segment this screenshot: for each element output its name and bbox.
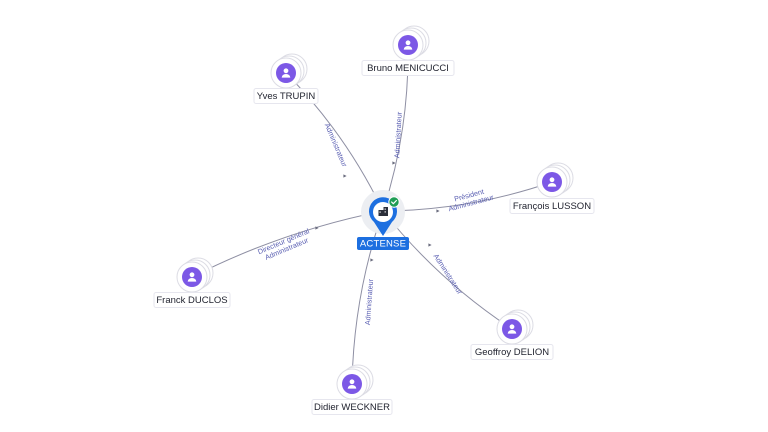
person-node[interactable]: Franck DUCLOS <box>153 257 231 308</box>
person-nodes: Bruno MENICUCCI Yves TRUPIN François LUSSO… <box>153 25 595 415</box>
person-name-box <box>253 88 319 104</box>
check-badge-icon <box>388 196 400 208</box>
person-name: François LUSSON <box>513 201 591 212</box>
person-name-box <box>311 399 393 415</box>
edge-role-label: Administrateur <box>363 278 375 325</box>
edge-arrow-icon <box>436 209 440 213</box>
person-icon <box>347 379 357 389</box>
person-icon <box>403 40 413 50</box>
person-name: Geoffroy DELION <box>475 347 549 358</box>
building-icon <box>378 207 388 216</box>
person-icon <box>281 68 291 78</box>
person-node[interactable]: Bruno MENICUCCI <box>361 25 455 76</box>
person-name-box <box>470 344 554 360</box>
edge-role-label: Administrateur <box>432 252 465 296</box>
edge-role-labels: Administrateur <box>363 278 375 325</box>
person-name-box <box>361 60 455 76</box>
edge-arrow-icon <box>315 226 319 230</box>
person-node[interactable]: François LUSSON <box>509 162 595 214</box>
person-name-box <box>153 292 231 308</box>
edge-arrow-icon <box>370 258 374 262</box>
person-node[interactable]: Geoffroy DELION <box>470 309 554 360</box>
edge-role-labels: Administrateur <box>432 252 465 296</box>
person-node[interactable]: Didier WECKNER <box>311 364 393 415</box>
person-icon <box>187 272 197 282</box>
edge-line <box>191 210 384 278</box>
edge-arrow-icon <box>343 174 347 178</box>
person-name: Bruno MENICUCCI <box>367 63 449 74</box>
person-node[interactable]: Yves TRUPIN <box>253 53 319 104</box>
company-label-box <box>357 237 409 250</box>
company-node[interactable]: ACTENSE <box>357 190 409 250</box>
person-icon <box>507 324 517 334</box>
person-name: Yves TRUPIN <box>257 91 316 102</box>
person-icon <box>547 177 557 187</box>
person-name: Didier WECKNER <box>314 402 390 413</box>
person-name-box <box>509 198 595 214</box>
edge-arrow-icon <box>392 161 396 165</box>
edge-role-label: Administrateur <box>392 111 403 158</box>
person-name: Franck DUCLOS <box>156 295 227 306</box>
edge-arrow-icon <box>428 243 432 247</box>
company-name: ACTENSE <box>360 239 406 250</box>
edge-role-labels: Administrateur <box>392 111 403 158</box>
